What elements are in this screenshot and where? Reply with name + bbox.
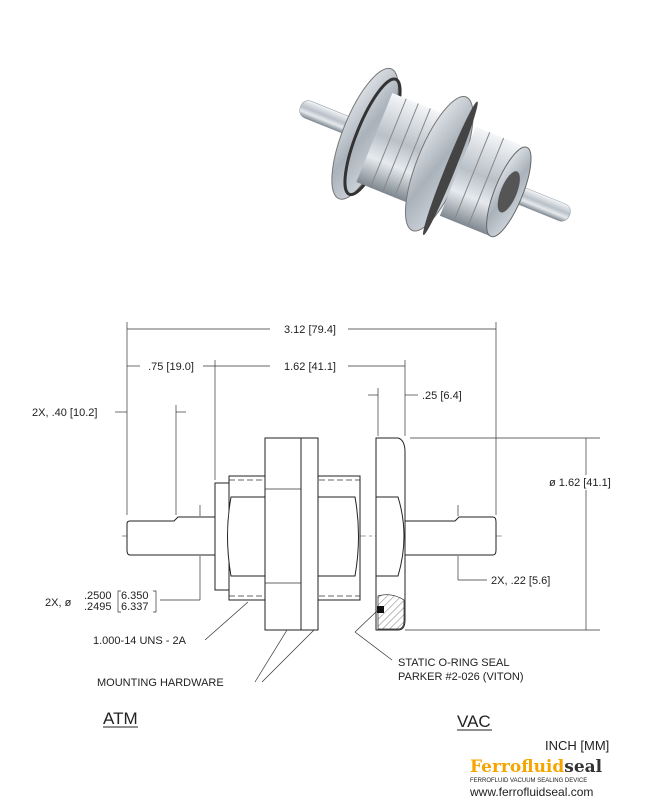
units-label: INCH [MM]: [545, 738, 609, 753]
o-ring: [377, 606, 384, 613]
oring-callout-line2: PARKER #2-026 (VITON): [398, 671, 524, 683]
vac-shaft: [404, 516, 497, 556]
dim-flange-diameter: ø 1.62 [41.1]: [549, 477, 611, 489]
part-section: [126, 437, 497, 631]
flange-hatch: [377, 594, 405, 630]
dim-groove-diameter: 2X, .22 [5.6]: [491, 575, 550, 587]
vac-side-label: VAC: [457, 712, 491, 731]
svg-text:6.350: 6.350: [121, 590, 149, 602]
atm-shaft: [126, 516, 216, 556]
ferrofluidseal-watermark: Ferrofluidseal FERROFLUID VACUUM SEALING…: [469, 757, 603, 799]
svg-text:www.ferrofluidseal.com: www.ferrofluidseal.com: [469, 785, 593, 799]
svg-text:.2500: .2500: [84, 590, 112, 602]
washer: [214, 482, 230, 591]
dimension-lines: [115, 322, 600, 683]
dim-body-length: 1.62 [41.1]: [284, 361, 336, 373]
thread-callout: 1.000-14 UNS - 2A: [93, 635, 187, 647]
svg-text:6.337: 6.337: [121, 601, 149, 613]
dim-overall-length: 3.12 [79.4]: [284, 324, 336, 336]
mounting-hardware-callout: MOUNTING HARDWARE: [97, 677, 224, 689]
mounting-nut: [264, 437, 302, 631]
oring-callout-line1: STATIC O-RING SEAL: [398, 657, 509, 669]
dim-shaft-diameter: 2X, ø .2500 .2495 6.350 6.337: [45, 590, 157, 613]
svg-text:.2495: .2495: [84, 601, 112, 613]
svg-text:2X, ø: 2X, ø: [45, 597, 72, 609]
product-3d-render: [299, 67, 571, 238]
hex-nut-face: [227, 496, 266, 577]
watermark-brand: Ferrofluidseal: [470, 757, 603, 777]
dim-atm-shaft-length: .75 [19.0]: [148, 361, 194, 373]
mounting-washer: [300, 437, 319, 631]
dim-flange-thickness: .25 [6.4]: [422, 390, 462, 402]
svg-text:FERROFLUID VACUUM SEALING DEVI: FERROFLUID VACUUM SEALING DEVICE: [470, 778, 587, 784]
dim-groove-position: 2X, .40 [10.2]: [32, 407, 97, 419]
atm-side-label: ATM: [103, 709, 138, 728]
